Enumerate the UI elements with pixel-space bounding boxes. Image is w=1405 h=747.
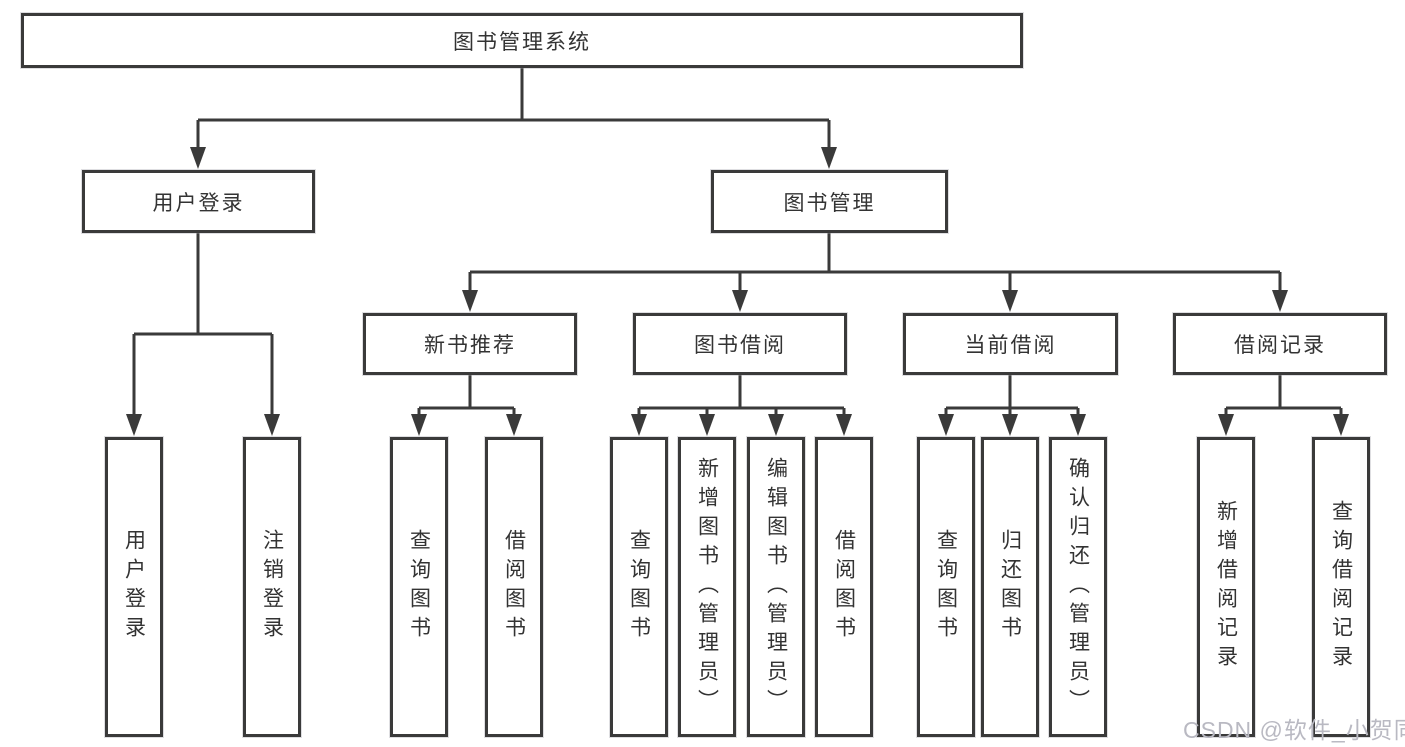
arrowhead [821, 147, 837, 169]
arrowhead [126, 414, 142, 436]
connector-current-to-leaves [938, 375, 1086, 436]
arrowhead [190, 147, 206, 169]
arrowhead [938, 414, 954, 436]
leaf-logout: 注销登录 [243, 437, 301, 737]
node-root-library-system: 图书管理系统 [21, 13, 1023, 68]
leaf-user-login: 用户登录 [105, 437, 163, 737]
arrowhead [699, 414, 715, 436]
node-new-book-recommend: 新书推荐 [363, 313, 577, 375]
connector-login-to-leaves [126, 233, 280, 436]
leaf-current-confirm-return-admin: 确认归还（管理员） [1049, 437, 1107, 737]
connector-recommend-to-leaves [411, 375, 522, 436]
node-current-borrow: 当前借阅 [903, 313, 1118, 375]
node-user-login: 用户登录 [82, 170, 315, 233]
leaf-borrow-add-books-admin: 新增图书（管理员） [678, 437, 736, 737]
csdn-watermark: CSDN @软件_小贺同学 [1183, 717, 1405, 743]
leaf-records-add-record: 新增借阅记录 [1197, 437, 1255, 737]
arrowhead [264, 414, 280, 436]
leaf-current-query-books: 查询图书 [917, 437, 975, 737]
leaf-borrow-query-books: 查询图书 [610, 437, 668, 737]
leaf-records-query-record: 查询借阅记录 [1312, 437, 1370, 737]
arrowhead [732, 290, 748, 312]
leaf-current-return-books: 归还图书 [981, 437, 1039, 737]
arrowhead [768, 414, 784, 436]
arrowhead [1272, 290, 1288, 312]
arrowhead [836, 414, 852, 436]
node-borrow-records: 借阅记录 [1173, 313, 1387, 375]
arrowhead [1002, 290, 1018, 312]
arrowhead [506, 414, 522, 436]
node-book-management: 图书管理 [711, 170, 948, 233]
arrowhead [1218, 414, 1234, 436]
leaf-borrow-borrow-books: 借阅图书 [815, 437, 873, 737]
node-book-borrow: 图书借阅 [633, 313, 847, 375]
arrowhead [631, 414, 647, 436]
leaf-borrow-edit-books-admin: 编辑图书（管理员） [747, 437, 805, 737]
arrowhead [1070, 414, 1086, 436]
connector-root-to-level2 [190, 68, 837, 169]
connector-borrow-to-leaves [631, 375, 852, 436]
connector-manage-to-level3 [462, 233, 1288, 312]
arrowhead [462, 290, 478, 312]
connector-records-to-leaves [1218, 375, 1349, 436]
arrowhead [411, 414, 427, 436]
arrowhead [1333, 414, 1349, 436]
arrowhead [1002, 414, 1018, 436]
leaf-recommend-borrow-books: 借阅图书 [485, 437, 543, 737]
leaf-recommend-query-books: 查询图书 [390, 437, 448, 737]
